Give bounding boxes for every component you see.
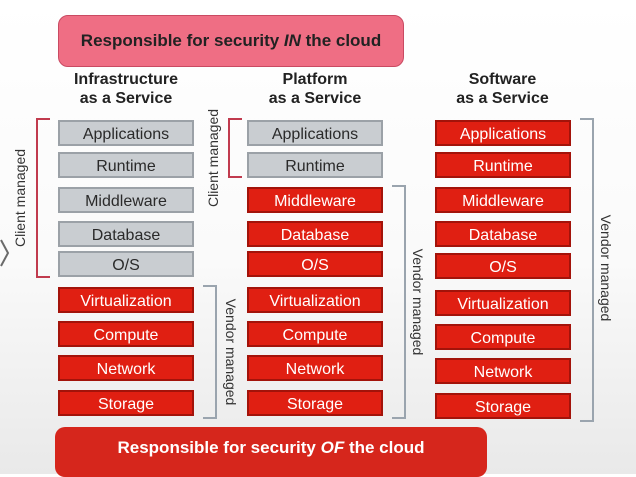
paas-title-line1: Platform: [282, 71, 348, 88]
iaas-client-bracket: [36, 118, 50, 278]
saas-storage: Storage: [435, 393, 571, 419]
saas-compute: Compute: [435, 324, 571, 350]
paas-database: Database: [247, 221, 383, 247]
saas-title: Software as a Service: [425, 70, 580, 108]
iaas-os: O/S: [58, 251, 194, 277]
banner-top-suffix: the cloud: [300, 31, 382, 50]
iaas-middleware: Middleware: [58, 187, 194, 213]
paas-title-line2: as a Service: [268, 90, 362, 107]
iaas-network: Network: [58, 355, 194, 381]
banner-bottom-suffix: the cloud: [344, 438, 425, 457]
saas-network: Network: [435, 358, 571, 384]
paas-virtualization: Virtualization: [247, 287, 383, 313]
iaas-title-line2: as a Service: [79, 90, 173, 107]
iaas-client-managed-label: Client managed: [12, 148, 28, 248]
iaas-title: Infrastructure as a Service: [52, 70, 200, 108]
paas-client-managed-label: Client managed: [205, 108, 221, 208]
banner-security-of-cloud: Responsible for security OF the cloud: [55, 427, 487, 477]
iaas-vendor-bracket: [203, 285, 217, 419]
iaas-runtime: Runtime: [58, 152, 194, 178]
paas-compute: Compute: [247, 321, 383, 347]
banner-bottom-prefix: Responsible for security: [117, 438, 321, 457]
paas-vendor-managed-label: Vendor managed: [410, 248, 426, 356]
paas-client-bracket: [228, 118, 242, 178]
saas-virtualization: Virtualization: [435, 290, 571, 316]
iaas-virtualization: Virtualization: [58, 287, 194, 313]
iaas-applications: Applications: [58, 120, 194, 146]
saas-title-line1: Software: [468, 71, 537, 88]
saas-os: O/S: [435, 253, 571, 279]
iaas-storage: Storage: [58, 390, 194, 416]
paas-middleware: Middleware: [247, 187, 383, 213]
paas-runtime: Runtime: [247, 152, 383, 178]
iaas-title-line1: Infrastructure: [73, 71, 179, 88]
saas-vendor-bracket: [580, 118, 594, 422]
iaas-database: Database: [58, 221, 194, 247]
paas-title: Platform as a Service: [240, 70, 390, 108]
banner-top-prefix: Responsible for security: [80, 31, 284, 50]
paas-vendor-bracket: [392, 185, 406, 419]
paas-network: Network: [247, 355, 383, 381]
saas-runtime: Runtime: [435, 152, 571, 178]
saas-database: Database: [435, 221, 571, 247]
saas-title-line2: as a Service: [456, 90, 549, 107]
iaas-vendor-managed-label: Vendor managed: [223, 298, 239, 406]
iaas-compute: Compute: [58, 321, 194, 347]
chevron-right-icon: [0, 239, 10, 267]
saas-vendor-managed-label: Vendor managed: [598, 214, 614, 322]
paas-applications: Applications: [247, 120, 383, 146]
paas-storage: Storage: [247, 390, 383, 416]
paas-os: O/S: [247, 251, 383, 277]
saas-applications: Applications: [435, 120, 571, 146]
banner-security-in-cloud: Responsible for security IN the cloud: [58, 15, 404, 67]
saas-middleware: Middleware: [435, 187, 571, 213]
banner-top-emphasis: IN: [283, 31, 301, 50]
banner-bottom-emphasis: OF: [320, 438, 345, 457]
